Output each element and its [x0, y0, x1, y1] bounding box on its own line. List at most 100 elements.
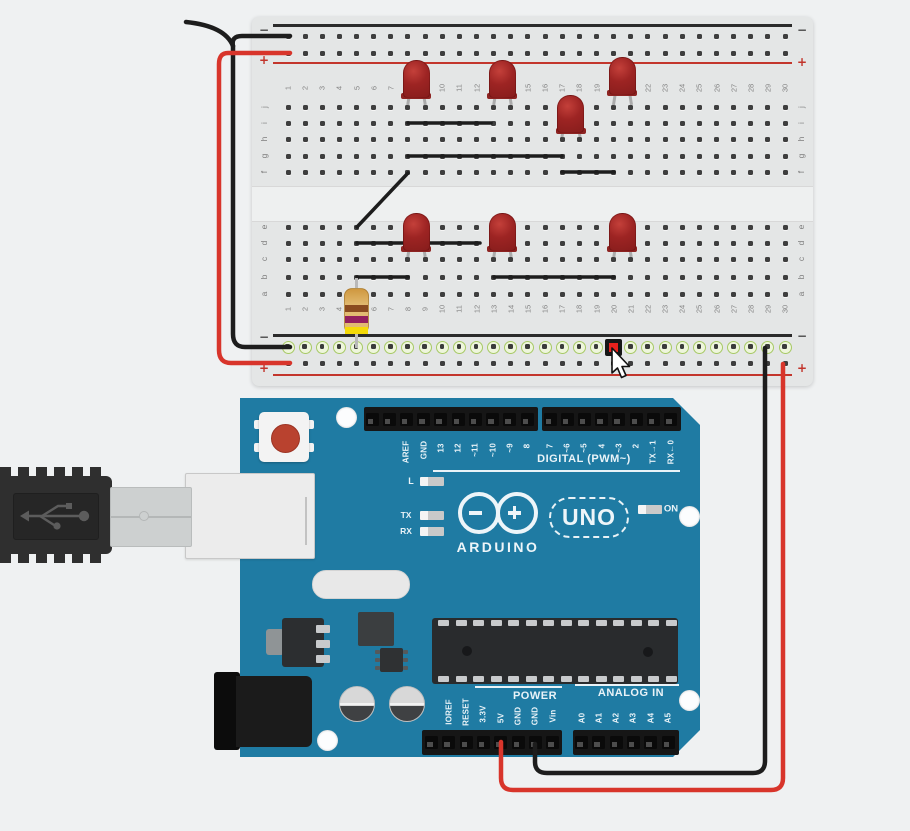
breadboard-hole[interactable]: [388, 136, 394, 142]
breadboard-hole[interactable]: [302, 50, 308, 56]
breadboard-hole[interactable]: [696, 33, 702, 39]
breadboard-hole[interactable]: [645, 50, 651, 56]
breadboard-hole[interactable]: [714, 120, 719, 126]
breadboard-hole[interactable]: [508, 33, 514, 39]
breadboard-hole[interactable]: [319, 360, 325, 366]
header-pin[interactable]: [609, 736, 623, 749]
breadboard-hole[interactable]: [765, 256, 771, 262]
breadboard-hole[interactable]: [354, 104, 360, 110]
usb-cable[interactable]: [0, 458, 192, 574]
breadboard-hole[interactable]: [474, 104, 480, 110]
breadboard-hole[interactable]: [628, 274, 634, 280]
breadboard-hole[interactable]: [525, 291, 531, 297]
breadboard-hole[interactable]: [542, 136, 548, 142]
breadboard-hole[interactable]: [336, 104, 342, 110]
breadboard-hole[interactable]: [336, 33, 342, 39]
breadboard-hole[interactable]: [679, 274, 685, 280]
breadboard-hole[interactable]: [422, 274, 428, 280]
breadboard-hole[interactable]: [731, 120, 737, 126]
breadboard-hole[interactable]: [422, 50, 428, 56]
breadboard-hole[interactable]: [765, 50, 771, 56]
breadboard-hole[interactable]: [302, 153, 308, 159]
header-pin[interactable]: [442, 736, 456, 749]
breadboard-hole[interactable]: [474, 33, 480, 39]
breadboard-hole[interactable]: [422, 169, 428, 175]
breadboard-hole[interactable]: [319, 240, 325, 246]
breadboard-hole[interactable]: [714, 169, 719, 175]
led-bottom-2[interactable]: [486, 213, 518, 258]
highlighted-rail-hole[interactable]: [298, 340, 312, 354]
highlighted-rail-hole[interactable]: [401, 340, 415, 354]
breadboard-hole[interactable]: [696, 240, 702, 246]
breadboard-hole[interactable]: [371, 256, 377, 262]
breadboard-hole[interactable]: [491, 291, 497, 297]
breadboard-hole[interactable]: [748, 33, 754, 39]
breadboard-hole[interactable]: [696, 120, 702, 126]
breadboard-hole[interactable]: [422, 256, 428, 262]
breadboard-hole[interactable]: [336, 224, 342, 230]
highlighted-rail-hole[interactable]: [435, 340, 449, 354]
breadboard-hole[interactable]: [714, 224, 719, 230]
breadboard-hole[interactable]: [542, 120, 548, 126]
breadboard-hole[interactable]: [456, 224, 462, 230]
breadboard-hole[interactable]: [748, 240, 754, 246]
breadboard-hole[interactable]: [525, 256, 531, 262]
breadboard-hole[interactable]: [731, 169, 737, 175]
highlighted-rail-hole[interactable]: [315, 340, 329, 354]
breadboard-hole[interactable]: [594, 136, 600, 142]
breadboard-hole[interactable]: [731, 104, 737, 110]
led-body[interactable]: [608, 57, 636, 95]
breadboard-hole[interactable]: [576, 33, 582, 39]
breadboard-hole[interactable]: [679, 291, 685, 297]
breadboard-hole[interactable]: [576, 240, 582, 246]
breadboard-hole[interactable]: [679, 136, 685, 142]
header-pin[interactable]: [486, 412, 500, 426]
breadboard-hole[interactable]: [319, 256, 325, 262]
breadboard-hole[interactable]: [696, 224, 702, 230]
breadboard-hole[interactable]: [319, 291, 325, 297]
header-pin[interactable]: [577, 412, 591, 426]
breadboard-hole[interactable]: [439, 136, 445, 142]
breadboard-hole[interactable]: [336, 256, 342, 262]
breadboard-hole[interactable]: [662, 120, 668, 126]
breadboard-hole[interactable]: [645, 274, 651, 280]
breadboard-hole[interactable]: [748, 256, 754, 262]
breadboard-hole[interactable]: [525, 224, 531, 230]
breadboard-hole[interactable]: [336, 240, 342, 246]
breadboard-hole[interactable]: [542, 224, 548, 230]
breadboard-hole[interactable]: [388, 360, 394, 366]
breadboard-hole[interactable]: [422, 291, 428, 297]
breadboard-hole[interactable]: [765, 291, 771, 297]
breadboard-hole[interactable]: [456, 169, 462, 175]
breadboard-hole[interactable]: [491, 104, 497, 110]
breadboard-hole[interactable]: [611, 291, 617, 297]
breadboard-hole[interactable]: [714, 104, 719, 110]
breadboard-hole[interactable]: [594, 33, 600, 39]
breadboard-hole[interactable]: [491, 169, 497, 175]
breadboard-hole[interactable]: [405, 291, 411, 297]
breadboard-hole[interactable]: [748, 120, 754, 126]
led-body[interactable]: [488, 60, 516, 98]
header-pin[interactable]: [382, 412, 396, 426]
breadboard-hole[interactable]: [388, 256, 394, 262]
breadboard-hole[interactable]: [731, 136, 737, 142]
breadboard-hole[interactable]: [319, 50, 325, 56]
breadboard-hole[interactable]: [319, 169, 325, 175]
breadboard-hole[interactable]: [731, 256, 737, 262]
breadboard-hole[interactable]: [714, 274, 719, 280]
highlighted-rail-hole[interactable]: [367, 340, 381, 354]
breadboard-hole[interactable]: [576, 136, 582, 142]
breadboard-hole[interactable]: [439, 224, 445, 230]
breadboard-hole[interactable]: [696, 104, 702, 110]
header-pin[interactable]: [365, 412, 379, 426]
breadboard-hole[interactable]: [662, 136, 668, 142]
breadboard-hole[interactable]: [319, 153, 325, 159]
breadboard-hole[interactable]: [491, 50, 497, 56]
breadboard-hole[interactable]: [542, 169, 548, 175]
breadboard-hole[interactable]: [302, 104, 308, 110]
highlighted-rail-hole[interactable]: [452, 340, 466, 354]
breadboard-hole[interactable]: [371, 120, 377, 126]
breadboard-hole[interactable]: [302, 291, 308, 297]
breadboard-hole[interactable]: [371, 291, 377, 297]
highlighted-rail-hole[interactable]: [332, 340, 346, 354]
